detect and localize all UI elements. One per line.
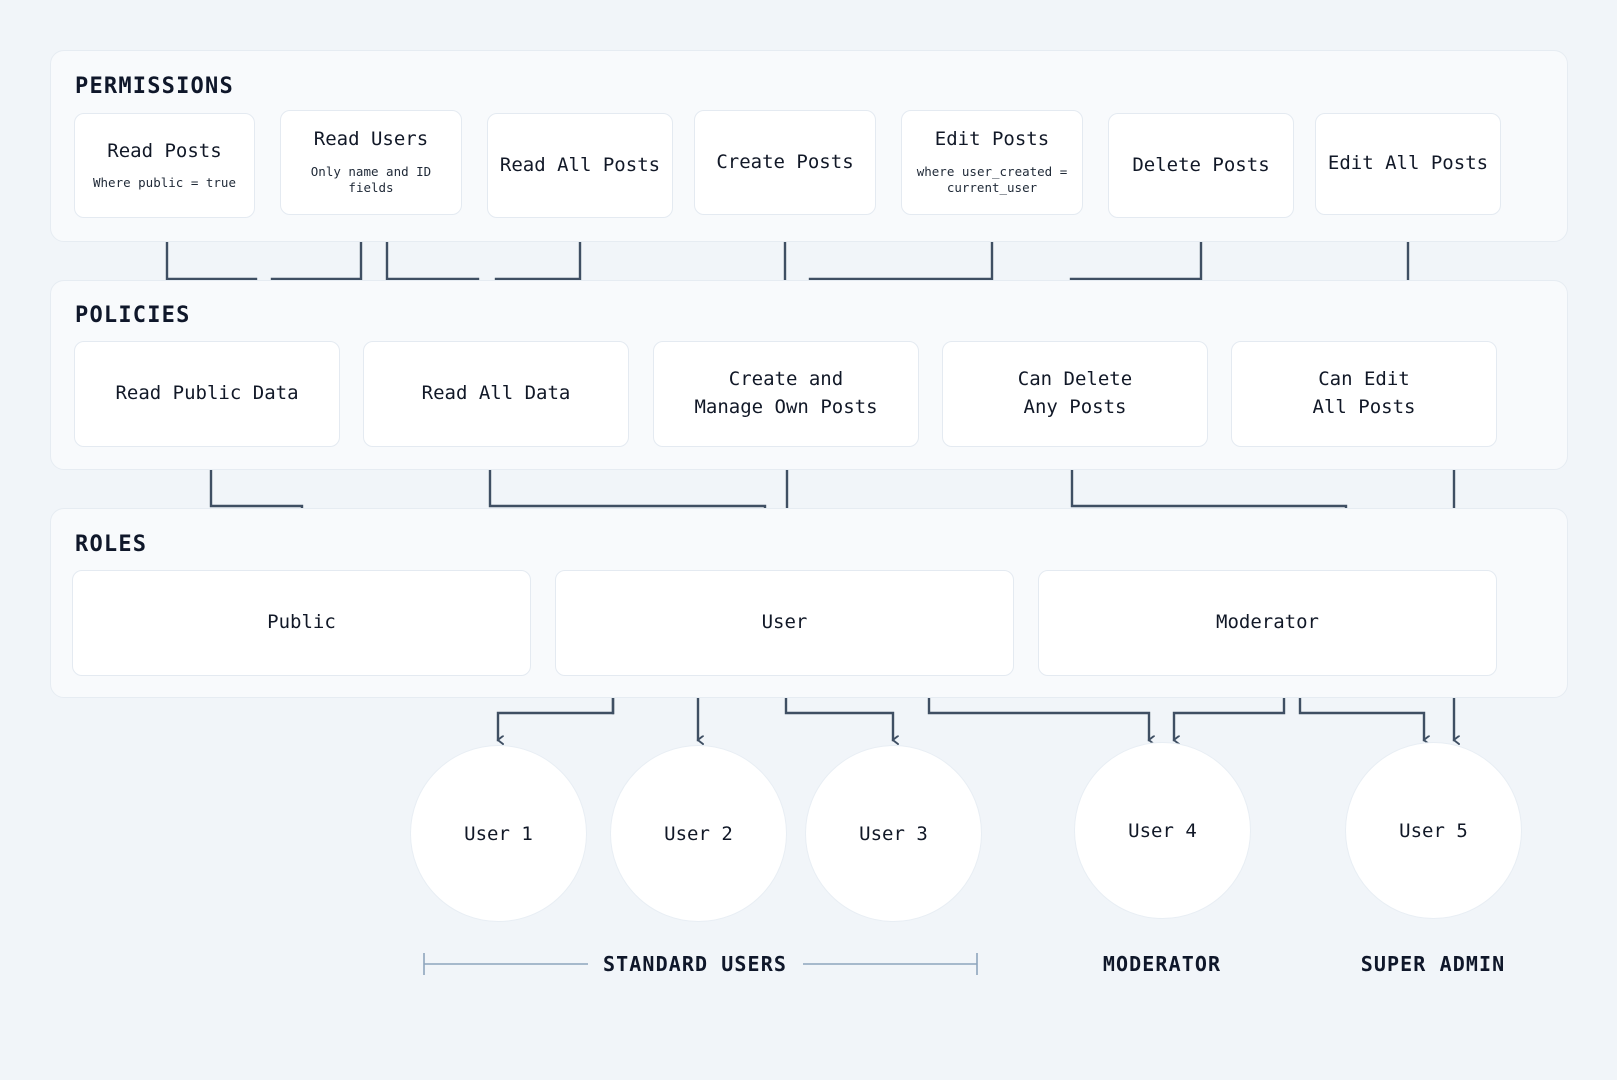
user-node-4[interactable]: User 4 [1074,742,1251,919]
permission-card-read-posts[interactable]: Read Posts Where public = true [74,113,255,218]
roles-title: ROLES [75,532,148,557]
permission-card-edit-posts[interactable]: Edit Posts where user_created = current_… [901,110,1083,215]
permission-subtitle: Where public = true [93,175,236,191]
user-label: User 4 [1128,819,1197,842]
role-title: Public [267,611,336,634]
user-label: User 1 [464,822,533,845]
role-title: User [761,611,808,634]
policies-title: POLICIES [75,303,191,328]
policy-title: Read All Data [421,382,571,405]
user-label: User 5 [1399,819,1468,842]
policy-title: Create and Manage Own Posts [694,368,878,418]
role-card-public[interactable]: Public [72,570,531,676]
permission-title: Read All Posts [499,153,661,176]
policy-card-read-public-data[interactable]: Read Public Data [74,341,340,447]
permission-title: Create Posts [716,150,854,173]
policy-card-can-delete-any-posts[interactable]: Can Delete Any Posts [942,341,1208,447]
role-card-moderator[interactable]: Moderator [1038,570,1497,676]
permission-title: Edit All Posts [1327,152,1489,175]
group-label-standard-users: STANDARD USERS [603,952,787,976]
permission-title: Read Posts [107,139,222,162]
permission-card-read-users[interactable]: Read Users Only name and ID fields [280,110,462,215]
role-card-user[interactable]: User [555,570,1014,676]
user-node-3[interactable]: User 3 [805,745,982,922]
user-node-5[interactable]: User 5 [1345,742,1522,919]
permission-card-create-posts[interactable]: Create Posts [694,110,876,215]
permission-title: Edit Posts [934,128,1050,151]
permission-card-read-all-posts[interactable]: Read All Posts [487,113,673,218]
policy-title: Read Public Data [115,382,299,405]
policy-title: Can Delete Any Posts [1017,368,1133,418]
user-label: User 2 [664,822,733,845]
permissions-title: PERMISSIONS [75,74,234,99]
policy-card-can-edit-all-posts[interactable]: Can Edit All Posts [1231,341,1497,447]
role-title: Moderator [1216,611,1319,634]
policy-card-read-all-data[interactable]: Read All Data [363,341,629,447]
permission-title: Delete Posts [1132,153,1270,176]
group-label-moderator: MODERATOR [1102,952,1222,976]
permission-subtitle: Only name and ID fields [310,164,432,196]
permission-card-delete-posts[interactable]: Delete Posts [1108,113,1294,218]
policy-card-create-manage-own-posts[interactable]: Create and Manage Own Posts [653,341,919,447]
permission-card-edit-all-posts[interactable]: Edit All Posts [1315,113,1501,215]
policy-title: Can Edit All Posts [1312,368,1416,418]
group-label-super-admin: SUPER ADMIN [1360,952,1506,976]
user-node-2[interactable]: User 2 [610,745,787,922]
user-node-1[interactable]: User 1 [410,745,587,922]
permission-subtitle: where user_created = current_user [916,164,1068,196]
user-label: User 3 [859,822,928,845]
permission-title: Read Users [313,128,429,151]
